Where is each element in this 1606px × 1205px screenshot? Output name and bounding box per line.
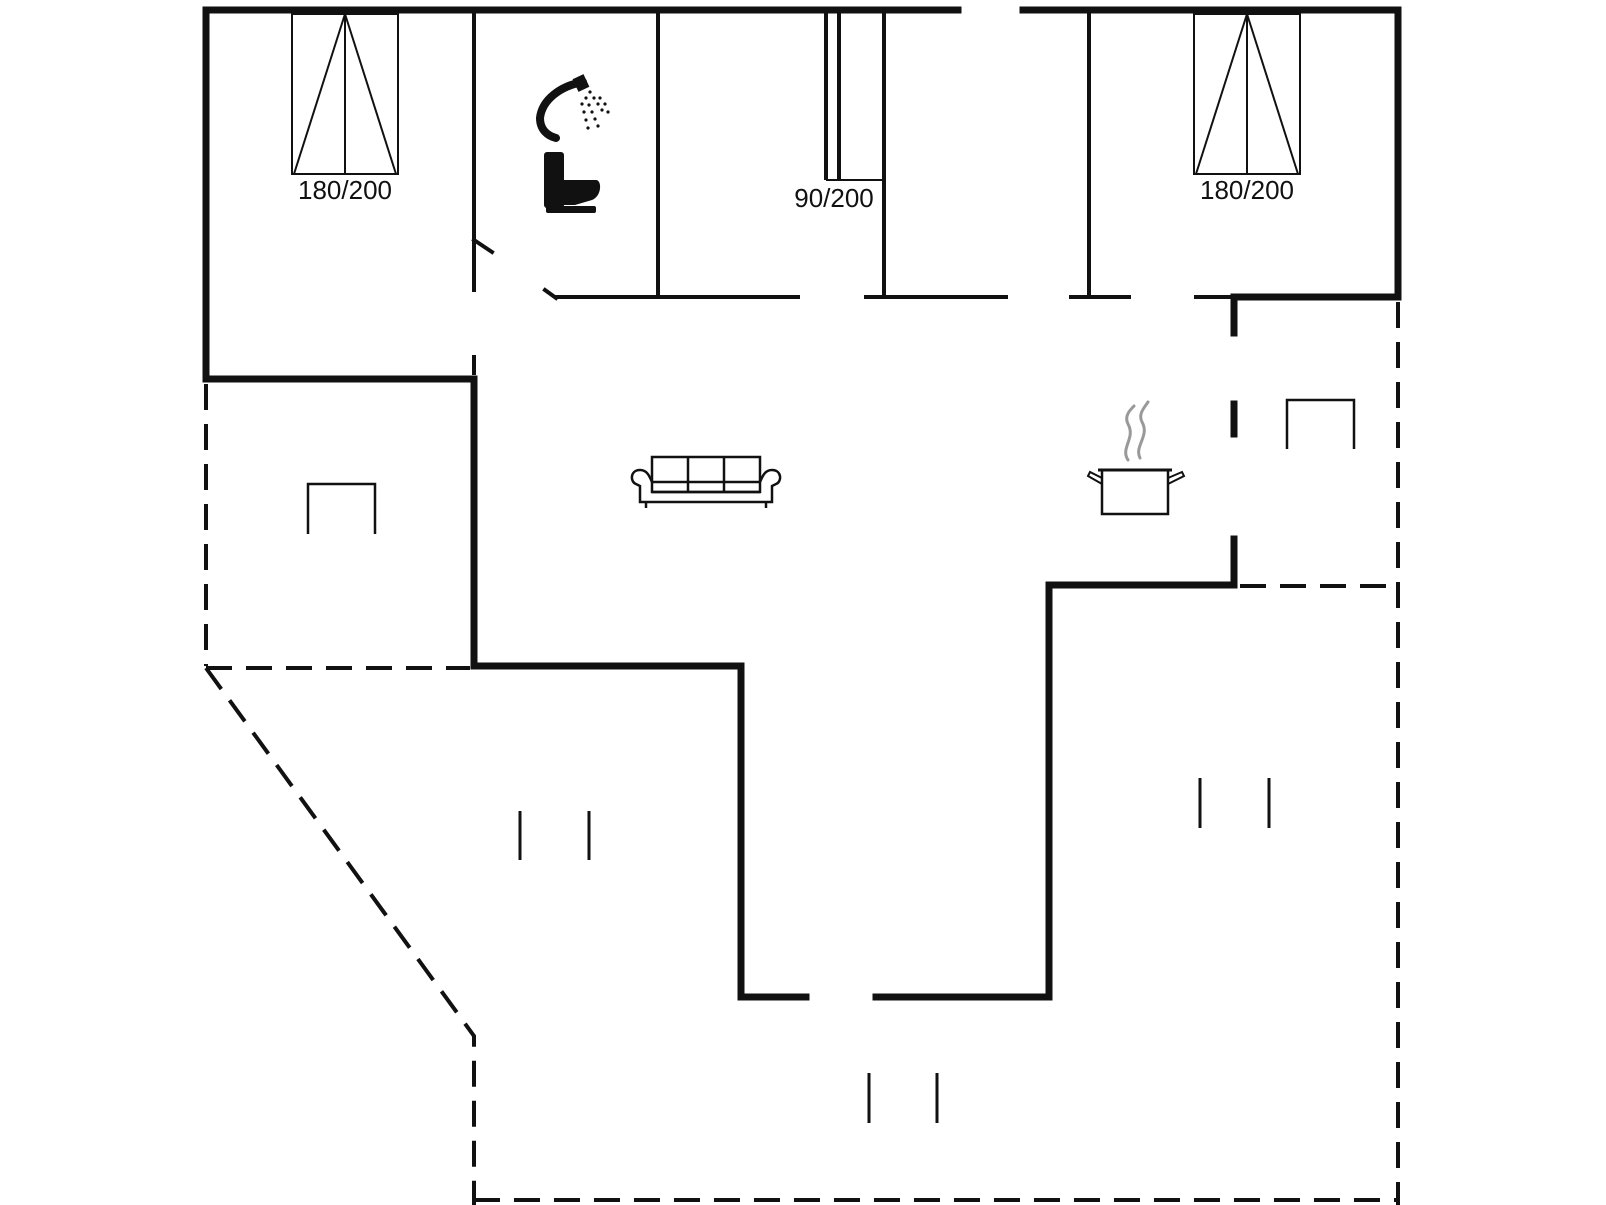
bench-icon <box>1198 778 1271 828</box>
bed-size-label-left: 180/200 <box>298 175 392 205</box>
double-bed-icon <box>1193 13 1301 175</box>
sofa-icon <box>630 455 782 508</box>
single-bed-icon <box>824 12 884 181</box>
shower-icon <box>535 74 610 142</box>
partitions <box>471 10 1236 375</box>
wall-top-left <box>202 6 962 1001</box>
door-swing-left <box>471 237 495 255</box>
bench-icon <box>518 811 591 860</box>
wall-top-right <box>1019 6 1402 337</box>
double-bed-icon <box>291 13 399 175</box>
terrace-outline <box>204 302 1400 1205</box>
toilet-icon <box>544 152 601 213</box>
terrace-diagonal <box>204 666 476 1205</box>
bed-size-label-right: 180/200 <box>1200 175 1294 205</box>
walls <box>202 6 1402 1001</box>
bench-icon <box>867 1073 939 1123</box>
wall-bottom-centre <box>872 535 1238 1001</box>
cooking-pot-icon <box>1086 400 1186 516</box>
garden-chair-icon <box>306 482 377 534</box>
bed-size-label-middle: 90/200 <box>794 183 874 213</box>
garden-chair-icon <box>1285 398 1356 449</box>
